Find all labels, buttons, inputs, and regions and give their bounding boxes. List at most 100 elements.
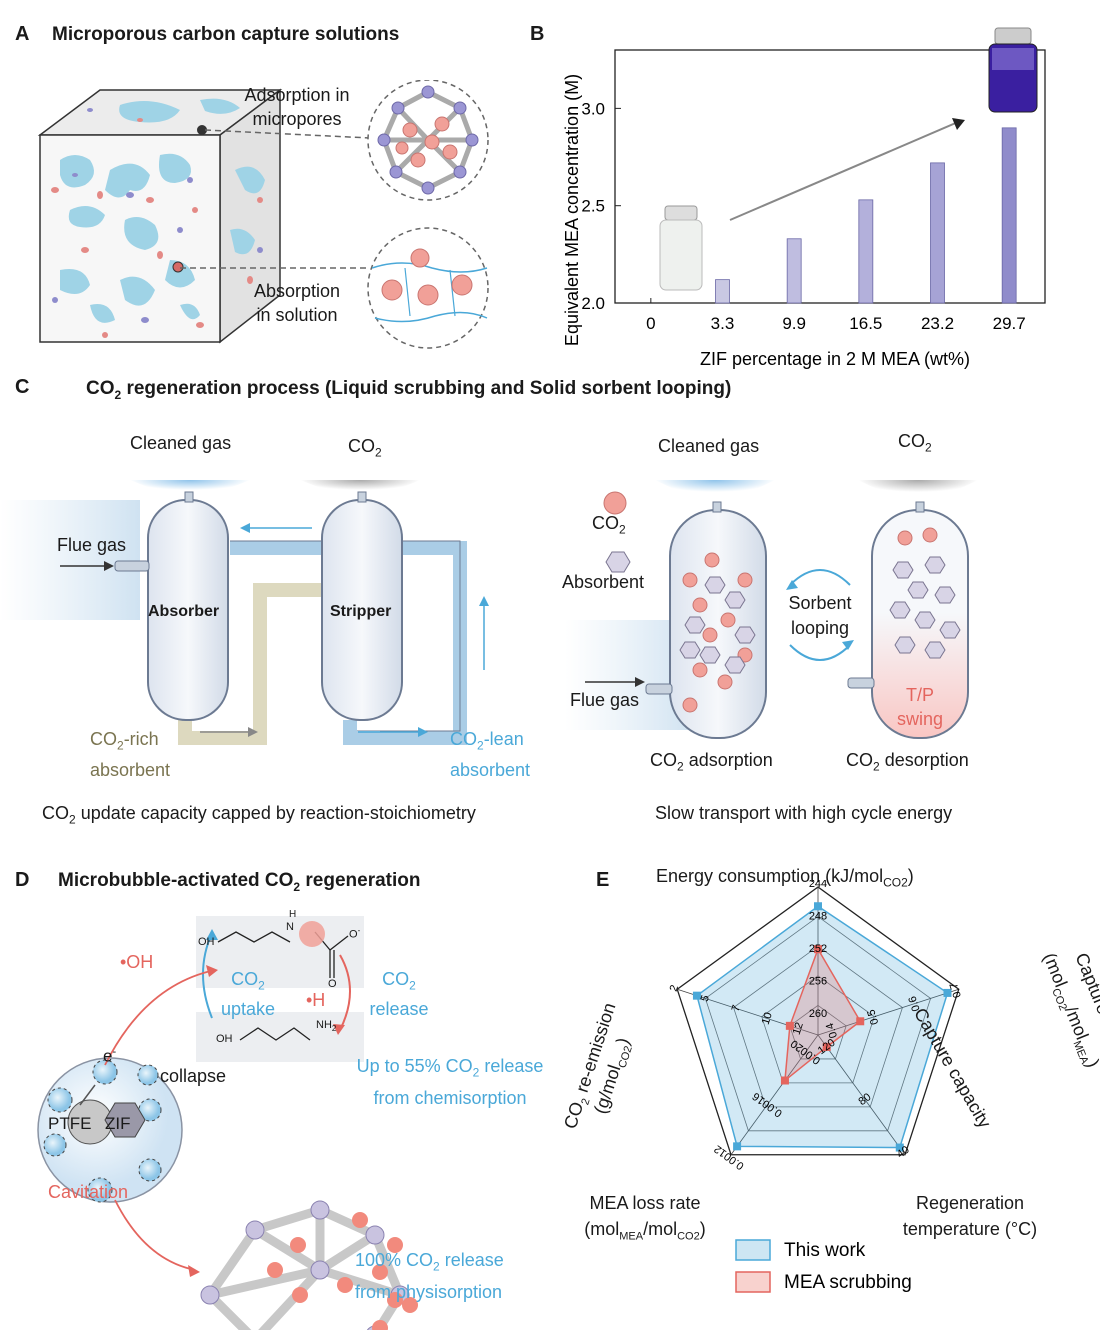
mol-oh-2: OH — [216, 1033, 233, 1045]
label-flue-gas-right: Flue gas — [570, 690, 640, 710]
label-release-sub: 2 — [409, 978, 416, 993]
label-phys-c: from physisorption — [355, 1281, 503, 1302]
label-co2-lean: CO2-lean absorbent — [450, 727, 530, 782]
radar-grid-ring — [676, 886, 960, 1156]
micropore-zoom — [367, 80, 489, 201]
label-co2-desorption: CO2 desorption — [846, 750, 969, 774]
label-co2-desorption-co: CO — [846, 750, 873, 770]
radar-axis-regen-1: Regeneration — [915, 1193, 1025, 1213]
bar — [930, 162, 945, 304]
mol-n: N — [286, 921, 294, 933]
label-sorbent-looping: Sorbent looping — [775, 591, 865, 641]
label-cavitation: Cavitation — [48, 1182, 129, 1202]
panel-c-title-sub: 2 — [114, 387, 122, 402]
bar-x-axis-label: ZIF percentage in 2 M MEA (wt%) — [700, 349, 970, 369]
label-co2-rich-b: -rich — [123, 729, 159, 749]
bar-x-tick-label: 16.5 — [849, 314, 882, 333]
legend-swatch-this-work — [735, 1239, 771, 1261]
radar-tick-label: 40 — [895, 1144, 912, 1161]
radar-point — [895, 1143, 904, 1152]
label-co2-rich-absorbent: absorbent — [90, 759, 171, 780]
bar-y-tick-label: 2.0 — [581, 294, 605, 313]
caption-left-co: CO — [42, 803, 69, 823]
mol-oh: OH — [198, 936, 215, 948]
caption-left: CO2 update capacity capped by reaction-s… — [42, 803, 476, 827]
panel-d-letter: D — [15, 869, 30, 891]
vial-purple — [988, 27, 1038, 113]
radar-axis-regen-2: temperature (°C) — [902, 1219, 1038, 1239]
panel-c-title-rest: regeneration process (Liquid scrubbing a… — [121, 378, 732, 399]
label-co2-rich-sub: 2 — [117, 738, 124, 753]
radar-axis-loss-sub1: MEA — [619, 1230, 644, 1243]
label-absorption: Absorption in solution — [222, 279, 372, 327]
label-co2-adsorption-sub: 2 — [677, 759, 684, 774]
radar-axis-regen: Regeneration temperature (°C) — [880, 1190, 1060, 1242]
radar-tick-label: 244 — [809, 880, 827, 890]
label-uptake: uptake — [220, 998, 276, 1019]
radar-tick-label: 2 — [668, 984, 681, 994]
panel-a-title: Microporous carbon capture solutions — [52, 24, 400, 45]
panel-c-title: CO2 regeneration process (Liquid scrubbi… — [86, 378, 731, 402]
label-phys-a: 100% CO — [355, 1250, 434, 1270]
label-tp: T/P — [905, 685, 934, 705]
label-h-radical: •H — [306, 990, 326, 1010]
radar-tick-label: 12 — [791, 1021, 806, 1036]
label-co2-right-text: CO — [898, 431, 925, 451]
radar-axis-loss-2a: (mol — [584, 1219, 620, 1239]
bar-x-tick-label: 0 — [646, 314, 655, 333]
trend-arrowhead — [952, 118, 965, 130]
label-co2-lean-b: -lean — [483, 729, 524, 749]
radar-series-area — [784, 947, 862, 1083]
radar-axis-loss-sub2: CO2 — [677, 1230, 700, 1243]
radar-tick-label: 0.7 — [948, 981, 964, 999]
radar-point — [822, 1042, 831, 1051]
label-absorption-line1: Absorption — [253, 281, 341, 301]
label-swing: swing — [896, 709, 944, 729]
mol-o-minus-text: O — [349, 928, 358, 941]
bar-plot-frame — [614, 49, 1046, 304]
vial-clear — [659, 205, 703, 291]
bar-x-tick-label: 29.7 — [993, 314, 1026, 333]
label-co2-right: CO2 — [898, 431, 932, 455]
panel-e-letter: E — [596, 869, 610, 891]
mol-nh2: NH2 — [316, 1019, 336, 1033]
radar-axis-energy-sub: CO2 — [883, 875, 908, 890]
panel-c-illustration — [0, 480, 978, 745]
label-stripper: Stripper — [330, 603, 392, 620]
label-co2-uptake: CO2 uptake — [218, 968, 278, 1021]
radar-point — [856, 1017, 865, 1026]
bar-x-tick-label: 9.9 — [782, 314, 806, 333]
label-chem-a: Up to 55% CO — [356, 1056, 473, 1076]
panel-b-letter: B — [530, 23, 545, 45]
panel-d-title-a: Microbubble-activated CO — [58, 870, 294, 891]
label-chemisorption-release: Up to 55% CO2 release from chemisorption — [330, 1054, 570, 1111]
bar — [1001, 127, 1017, 304]
radar-axis-loss: MEA loss rate (molMEA/molCO2) — [560, 1190, 730, 1250]
label-flue-gas-left: Flue gas — [57, 535, 127, 555]
legend-co2-text: CO — [592, 513, 619, 533]
radar-tick-label: 0.4 — [824, 1021, 840, 1039]
radar-tick-label: 248 — [809, 911, 827, 923]
radar-tick-label: 7 — [730, 1004, 743, 1014]
label-co2-adsorption: CO2 adsorption — [650, 750, 773, 774]
label-adsorption-line1: Adsorption in — [244, 85, 350, 105]
radar-grid-ring — [789, 1004, 847, 1060]
legend-this-work: This work — [784, 1240, 866, 1261]
radar-axis-loss-mid: /mol — [643, 1219, 678, 1239]
label-co2-lean-a: CO — [450, 729, 477, 749]
legend-swatch-mea — [735, 1271, 771, 1293]
panel-c-letter: C — [15, 376, 30, 398]
label-co2-rich: CO2-rich absorbent — [90, 727, 170, 782]
label-co2-left-text: CO — [348, 436, 375, 456]
radar-point — [814, 945, 822, 954]
mol-nh2-text: NH — [316, 1019, 332, 1031]
legend-mea-scrubbing: MEA scrubbing — [784, 1272, 912, 1293]
label-co2-release: CO2 release — [364, 968, 434, 1021]
radar-tick-label: 252 — [809, 943, 827, 955]
label-oh-radical: •OH — [120, 952, 154, 972]
radar-tick-label: 0.6 — [907, 994, 923, 1012]
label-zif: ZIF — [105, 1114, 131, 1133]
porous-cube — [37, 88, 283, 344]
radar-grid-ring — [761, 975, 875, 1084]
